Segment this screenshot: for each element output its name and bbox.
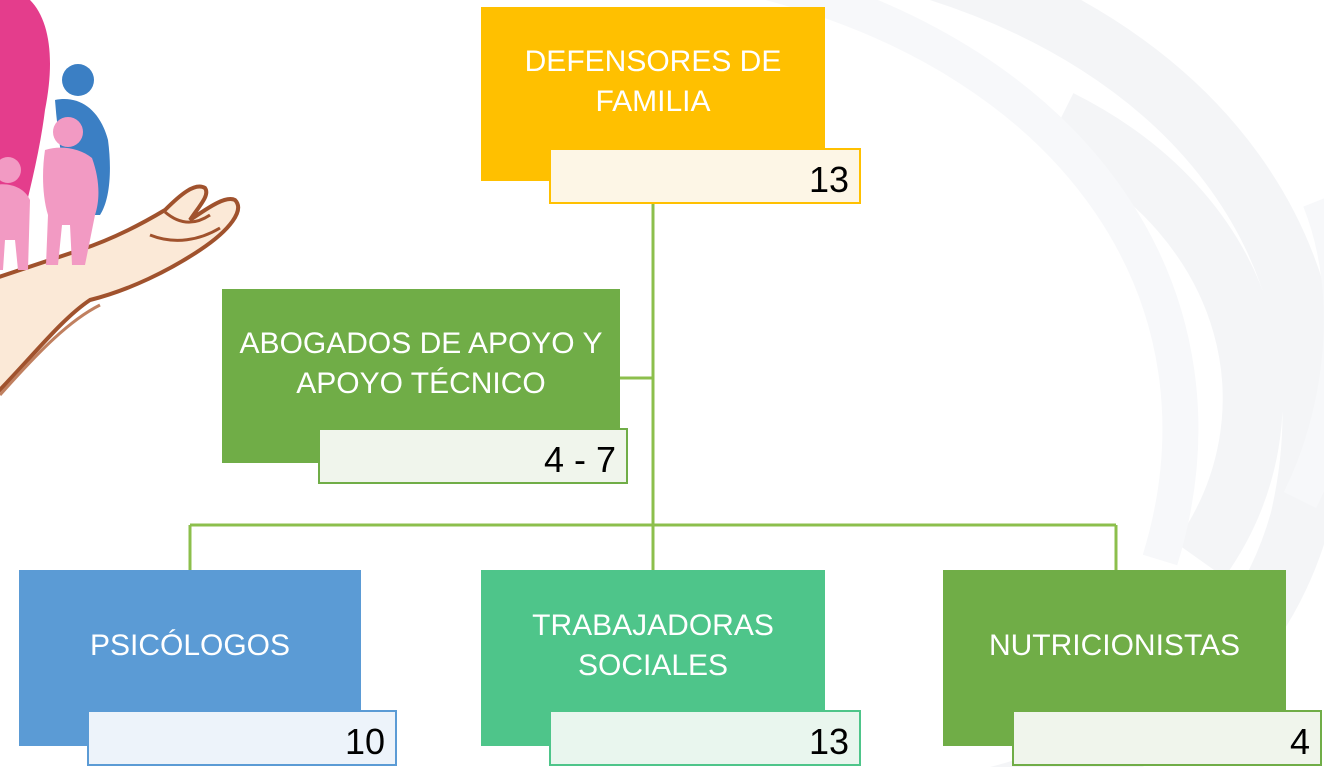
psicologos-count-box: 10 <box>87 710 397 766</box>
nutricionistas-count: 4 <box>1289 721 1310 762</box>
nutricionistas-label: NUTRICIONISTAS <box>988 629 1241 662</box>
defensores-count: 13 <box>808 159 849 200</box>
psicologos-label: PSICÓLOGOS <box>89 629 291 662</box>
defensores-count-box: 13 <box>549 148 861 204</box>
trabajadoras-label: TRABAJADORAS SOCIALES <box>532 609 774 682</box>
nutricionistas-count-box: 4 <box>1012 710 1322 766</box>
trabajadoras-count: 13 <box>808 721 849 762</box>
defensores-label: DEFENSORES DE FAMILIA <box>524 45 782 118</box>
trabajadoras-count-box: 13 <box>549 710 861 766</box>
abogados-label: ABOGADOS DE APOYO Y APOYO TÉCNICO <box>239 327 603 400</box>
abogados-count: 4 - 7 <box>543 439 616 480</box>
family-in-hand-icon <box>0 0 241 396</box>
psicologos-count: 10 <box>344 721 385 762</box>
abogados-count-box: 4 - 7 <box>318 428 628 484</box>
